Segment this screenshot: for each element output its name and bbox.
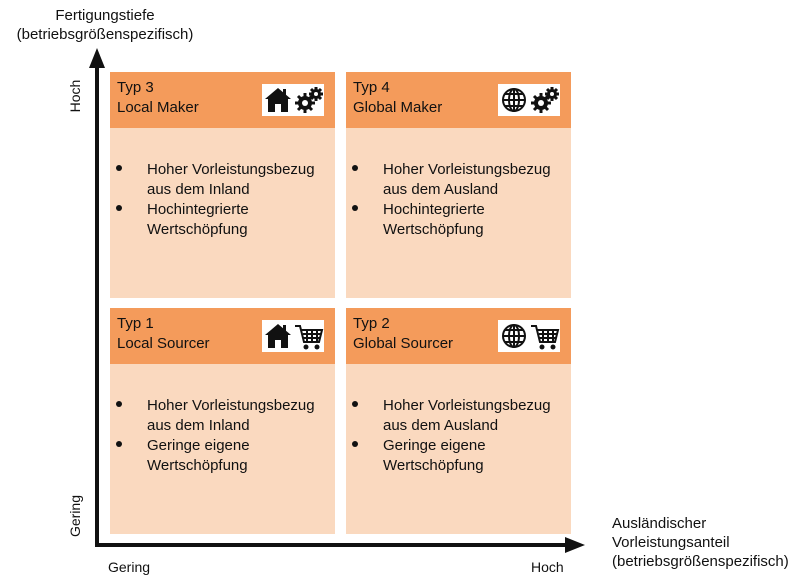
bullet-line: aus dem Inland [147,417,250,434]
quadrant-name: Local Maker [117,99,199,116]
icon-box [262,84,324,116]
bullet-item: Hoher Vorleistungsbezug aus dem Ausland [346,396,571,436]
globe-icon [502,324,526,348]
globe-icon [502,88,526,112]
quadrant-typ-4: Typ 4 Global Maker Hoher Vorleistungsbez… [346,72,571,298]
house-icon [265,324,291,348]
bullet-line: Hoher Vorleistungsbezug [383,161,551,178]
quadrant-title: Typ 2 Global Sourcer [353,314,453,354]
bullet-line: Hochintegrierte [147,201,249,218]
bullet-item: Hochintegrierte Wertschöpfung [346,200,571,240]
bullet-line: Hoher Vorleistungsbezug [383,397,551,414]
bullet-list: Hoher Vorleistungsbezug aus dem Inland G… [110,396,335,476]
y-axis-title: Fertigungstiefe (betriebsgrößenspezifisc… [0,6,210,44]
bullet-item: Geringe eigene Wertschöpfung [346,436,571,476]
bullet-item: Hoher Vorleistungsbezug aus dem Inland [110,160,335,200]
quadrant-header: Typ 4 Global Maker [346,72,571,128]
x-axis-title-line-3: (betriebsgrößenspezifisch) [612,553,789,570]
quadrant-typ-3: Typ 3 Local Maker Hoher Vorleistungsbezu… [110,72,335,298]
bullet-line: Hoher Vorleistungsbezug [147,161,315,178]
bullet-item: Hoher Vorleistungsbezug aus dem Inland [110,396,335,436]
bullet-item: Hochintegrierte Wertschöpfung [110,200,335,240]
quadrant-title: Typ 1 Local Sourcer [117,314,210,354]
quadrant-typ-2: Typ 2 Global Sourcer Hoher Vorleistungsb… [346,308,571,534]
quadrant-type: Typ 1 [117,315,154,332]
shopping-cart-icon [531,325,560,350]
y-axis-title-line-1: Fertigungstiefe [55,7,155,24]
bullet-line: Wertschöpfung [383,221,484,238]
x-axis-title: Ausländischer Vorleistungsanteil (betrie… [612,514,800,571]
quadrant-header: Typ 3 Local Maker [110,72,335,128]
quadrant-type: Typ 4 [353,79,390,96]
bullet-line: aus dem Inland [147,181,250,198]
quadrant-type: Typ 2 [353,315,390,332]
bullet-line: Hoher Vorleistungsbezug [147,397,315,414]
bullet-list: Hoher Vorleistungsbezug aus dem Inland H… [110,160,335,240]
bullet-line: Wertschöpfung [147,457,248,474]
x-axis-low-label: Gering [108,559,151,575]
gears-icon [531,87,559,113]
quadrant-typ-1: Typ 1 Local Sourcer Hoher Vorleistungsbe… [110,308,335,534]
y-axis-arrowhead [89,48,105,68]
bullet-line: aus dem Ausland [383,417,499,434]
x-axis-title-line-2: Vorleistungsanteil [612,534,730,551]
gears-icon [295,87,323,113]
bullet-line: aus dem Ausland [383,181,499,198]
quadrant-header: Typ 1 Local Sourcer [110,308,335,364]
bullet-line: Wertschöpfung [147,221,248,238]
icon-box [498,320,560,352]
x-axis-title-line-1: Ausländischer [612,515,707,532]
bullet-line: Wertschöpfung [383,457,484,474]
icon-box [498,84,560,116]
quadrant-title: Typ 4 Global Maker [353,78,442,118]
quadrant-name: Global Maker [353,99,443,116]
bullet-item: Geringe eigene Wertschöpfung [110,436,335,476]
x-axis-arrowhead [565,537,585,553]
bullet-line: Geringe eigene [147,437,250,454]
y-axis-title-line-2: (betriebsgrößenspezifisch) [16,26,194,43]
bullet-item: Hoher Vorleistungsbezug aus dem Ausland [346,160,571,200]
x-axis-high-label: Hoch [531,559,564,575]
bullet-list: Hoher Vorleistungsbezug aus dem Ausland … [346,396,571,476]
shopping-cart-icon [295,325,324,350]
quadrant-header: Typ 2 Global Sourcer [346,308,571,364]
quadrant-type: Typ 3 [117,79,154,96]
quadrant-name: Local Sourcer [117,335,210,352]
bullet-line: Geringe eigene [383,437,486,454]
quadrant-title: Typ 3 Local Maker [117,78,199,118]
bullet-line: Hochintegrierte [383,201,485,218]
bullet-list: Hoher Vorleistungsbezug aus dem Ausland … [346,160,571,240]
icon-box [262,320,324,352]
quadrant-name: Global Sourcer [353,335,454,352]
house-icon [265,88,291,112]
